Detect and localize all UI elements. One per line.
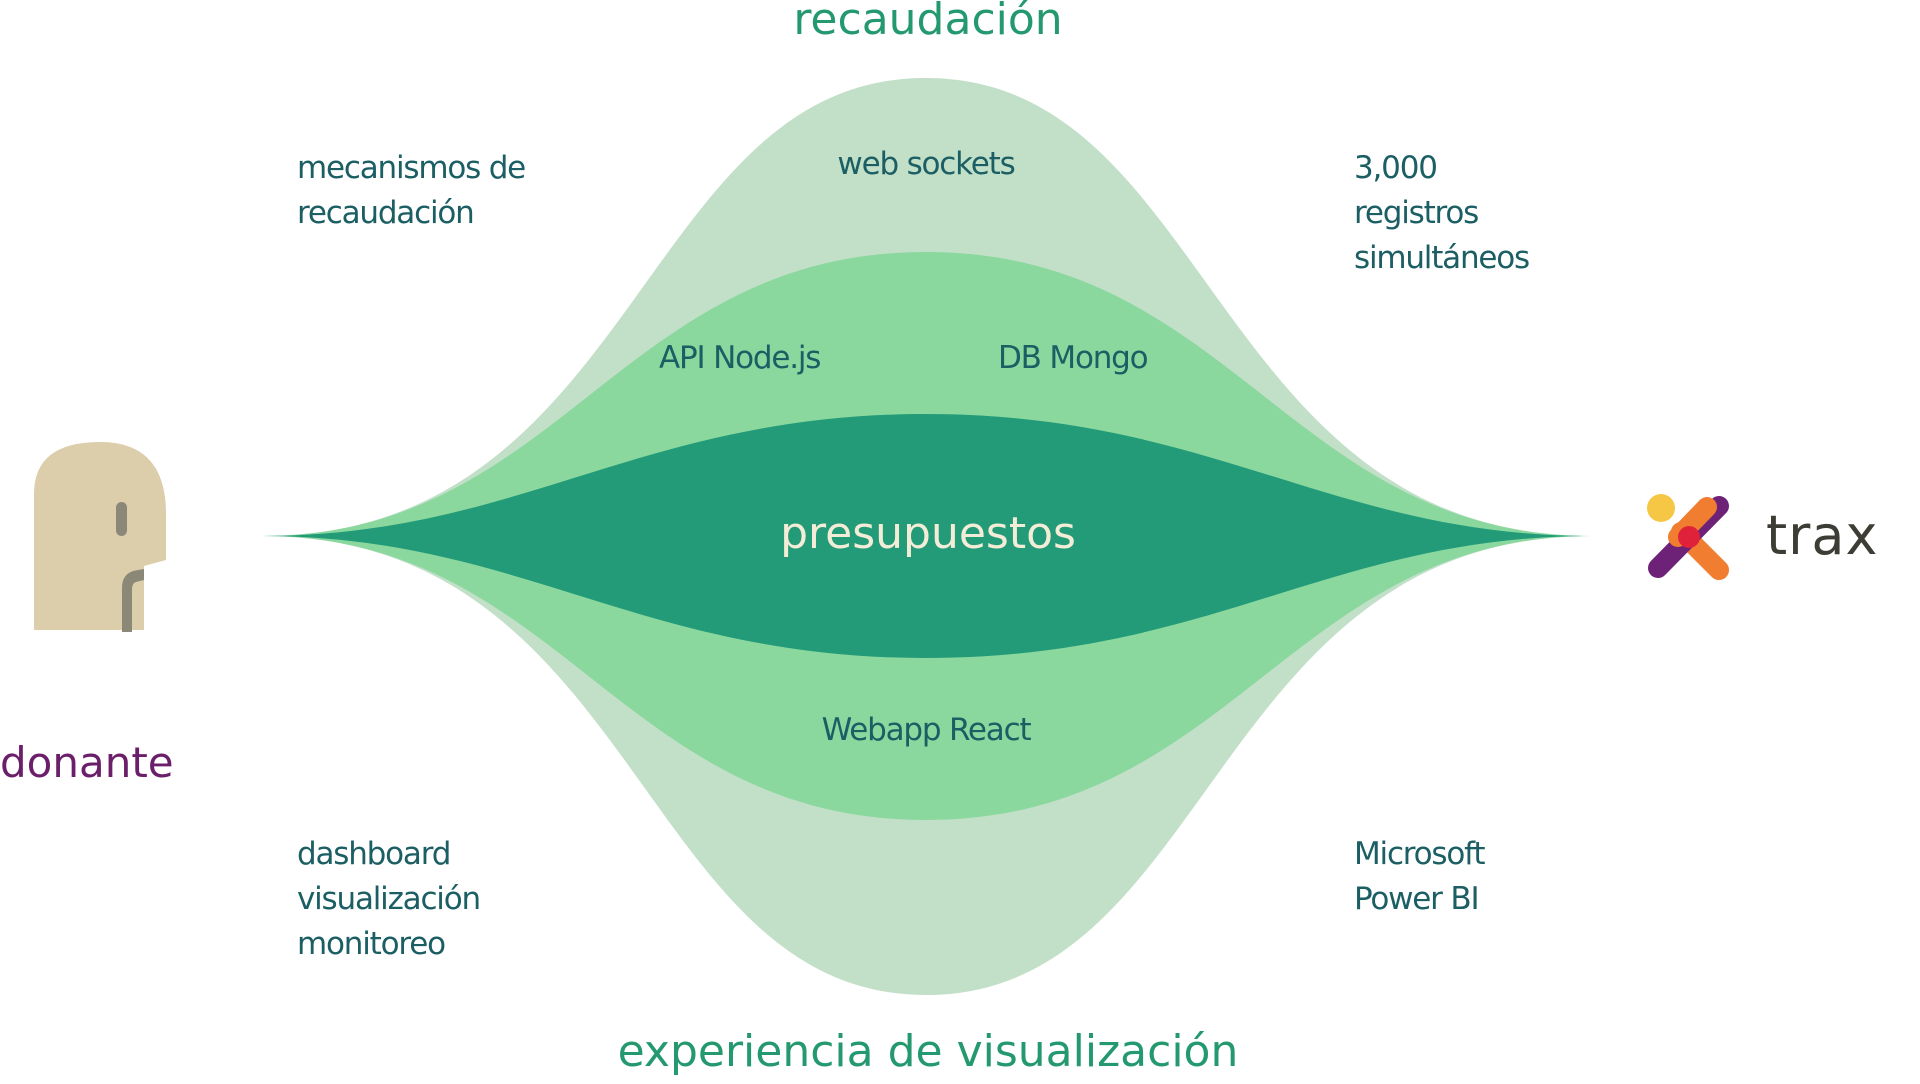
outer-top-label: web sockets: [837, 146, 1015, 182]
middle-left-label: API Node.js: [659, 340, 821, 376]
top-heading: recaudación: [793, 0, 1063, 45]
note-line: simultáneos: [1354, 240, 1530, 276]
bottom-heading: experiencia de visualización: [617, 1026, 1239, 1077]
person-head-icon: [34, 442, 166, 632]
donor-label: donante: [0, 738, 174, 787]
outer-bottom-label: Webapp React: [821, 712, 1032, 748]
note-top-right: 3,000 registros simultáneos: [1354, 146, 1530, 281]
note-bottom-right: Microsoft Power BI: [1354, 832, 1485, 922]
middle-right-label: DB Mongo: [998, 340, 1149, 376]
note-bottom-left: dashboard visualización monitoreo: [297, 832, 481, 967]
note-line: monitoreo: [297, 926, 446, 962]
trax-logo-icon: [1647, 494, 1729, 580]
core-label: presupuestos: [780, 508, 1076, 559]
note-top-left: mecanismos de recaudación: [297, 146, 526, 236]
note-line: recaudación: [297, 195, 475, 231]
note-line: Microsoft: [1354, 836, 1485, 872]
note-line: registros: [1354, 195, 1479, 231]
note-line: Power BI: [1354, 881, 1480, 917]
note-line: dashboard: [297, 836, 451, 872]
brand-name: trax: [1766, 504, 1879, 567]
note-line: mecanismos de: [297, 150, 526, 186]
core-lens-band: [262, 414, 1592, 658]
note-line: visualización: [297, 881, 481, 917]
note-line: 3,000: [1354, 150, 1438, 186]
